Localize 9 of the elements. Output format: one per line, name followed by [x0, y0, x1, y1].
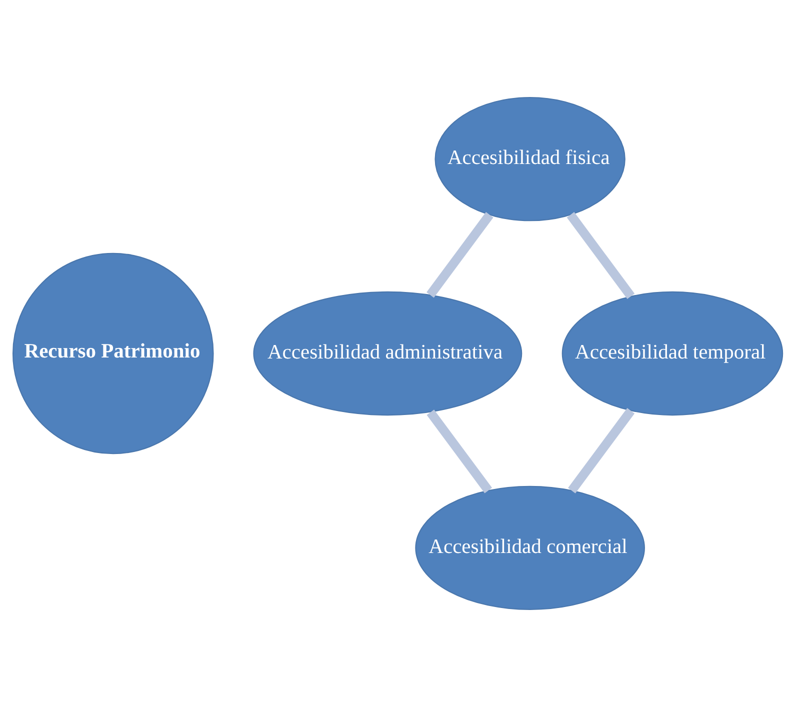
node-ellipse: Accesibilidad temporal [562, 290, 784, 416]
node-ellipse: Accesibilidad fisica [434, 96, 626, 221]
node-ellipse: Accesibilidad administrativa [253, 290, 522, 416]
connector [568, 408, 635, 493]
connector [426, 409, 492, 493]
connector [426, 212, 494, 298]
connector [566, 212, 635, 299]
node-ellipse: Accesibilidad comercial [415, 485, 645, 610]
node-circle: Recurso Patrimonio [12, 252, 214, 454]
